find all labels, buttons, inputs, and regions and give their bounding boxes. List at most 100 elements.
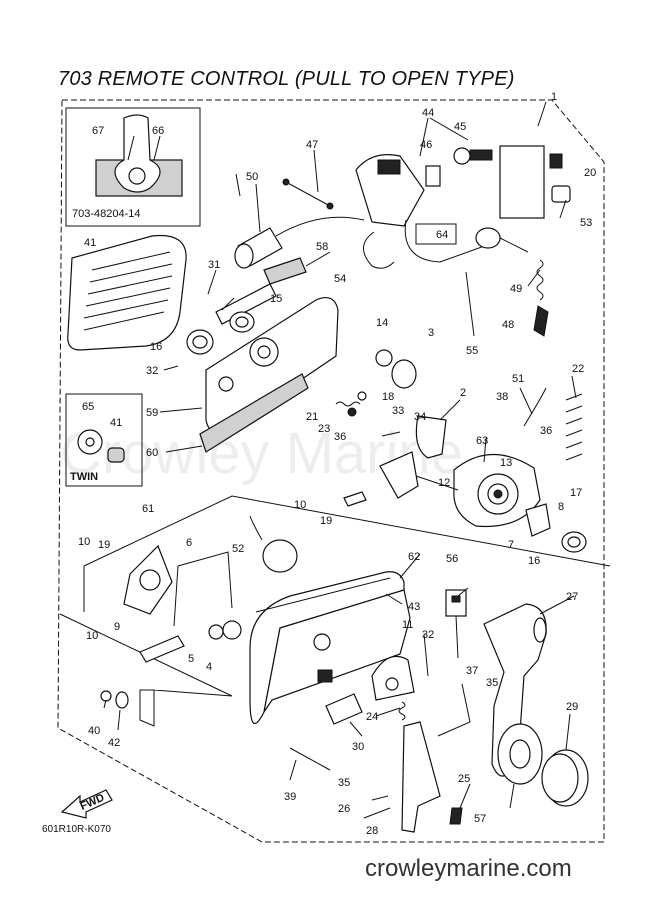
callout-16-a: 16 (150, 341, 162, 353)
callout-67: 67 (92, 125, 104, 137)
callout-5: 5 (188, 653, 194, 665)
callout-38: 38 (496, 391, 508, 403)
callout-7: 7 (508, 539, 514, 551)
drawing-code: 601R10R-K070 (42, 824, 111, 835)
callout-57: 57 (474, 813, 486, 825)
leader-lines (103, 101, 577, 819)
pin-23 (347, 407, 357, 417)
callout-24: 24 (366, 711, 378, 723)
nut-40 (100, 690, 112, 702)
gear-housing-63 (453, 453, 541, 528)
base-bracket (139, 689, 233, 727)
callout-11: 11 (402, 619, 413, 631)
callout-58: 58 (316, 241, 328, 253)
nut-53 (551, 185, 571, 203)
callout-4: 4 (206, 661, 212, 673)
callout-26: 26 (338, 803, 350, 815)
callout-36-a: 36 (540, 425, 552, 437)
callout-32-a: 32 (146, 365, 158, 377)
bolt-39 (289, 747, 331, 771)
callout-17: 17 (570, 487, 582, 499)
callout-18: 18 (382, 391, 394, 403)
control-housing-62 (249, 571, 411, 725)
callout-1: 1 (551, 91, 557, 103)
inset-box-66-67 (65, 107, 201, 227)
callout-60: 60 (146, 447, 158, 459)
callout-64: 64 (436, 229, 448, 241)
neutral-switch-56 (437, 589, 471, 737)
callout-55: 55 (466, 345, 478, 357)
fwd-arrow (60, 789, 113, 819)
callout-51: 51 (512, 373, 524, 385)
callout-33: 33 (392, 405, 404, 417)
callout-53: 53 (580, 217, 592, 229)
callout-63: 63 (476, 435, 488, 447)
callout-15: 15 (270, 293, 282, 305)
callout-10-b: 10 (86, 630, 98, 642)
callout-14: 14 (376, 317, 388, 329)
lever-61 (123, 544, 173, 615)
callout-37: 37 (466, 665, 478, 677)
key-switch-45 (453, 147, 493, 165)
link-19 (343, 491, 367, 507)
callout-13: 13 (500, 457, 512, 469)
clip-20 (549, 153, 563, 169)
callout-39: 39 (284, 791, 296, 803)
callout-62: 62 (408, 551, 420, 563)
callout-35-a: 35 (486, 677, 498, 689)
callout-31: 31 (208, 259, 220, 271)
callout-16-b: 16 (528, 555, 540, 567)
callout-40: 40 (88, 725, 100, 737)
callout-54: 54 (334, 273, 346, 285)
inset-code: 703-48204-14 (72, 208, 141, 220)
assembly-boundary (57, 99, 605, 843)
callout-59: 59 (146, 407, 158, 419)
callout-35-b: 35 (338, 777, 350, 789)
washer-42 (115, 691, 129, 709)
callout-49: 49 (510, 283, 522, 295)
cable-47 (282, 178, 334, 210)
callout-2: 2 (460, 387, 466, 399)
collar-16-right (561, 531, 587, 553)
callout-45: 45 (454, 121, 466, 133)
plate-58 (263, 257, 307, 285)
callout-42: 42 (108, 737, 120, 749)
link-15 (215, 283, 277, 325)
diagram-title: 703 REMOTE CONTROL (PULL TO OPEN TYPE) (58, 68, 515, 90)
callout-6: 6 (186, 537, 192, 549)
cover-57 (497, 723, 543, 785)
gear-11 (371, 655, 415, 701)
callout-32-b: 32 (422, 629, 434, 641)
callout-43: 43 (408, 601, 420, 613)
callout-41-a: 41 (84, 237, 96, 249)
callout-numbers: 1 2 3 4 5 6 7 8 9 10 10 10 11 12 13 14 1… (78, 91, 596, 837)
detent-spring-22 (565, 393, 583, 461)
cover-41 (67, 234, 187, 351)
cable-51 (523, 387, 547, 427)
ring-3 (391, 359, 417, 389)
callout-47: 47 (306, 139, 318, 151)
spring-24 (398, 701, 406, 721)
callout-61: 61 (142, 503, 154, 515)
callout-3: 3 (428, 327, 434, 339)
callout-46: 46 (420, 139, 432, 151)
callout-28: 28 (366, 825, 378, 837)
website-label: crowleymarine.com (365, 855, 572, 882)
collar-16-left (186, 329, 214, 355)
tie-55 (465, 271, 475, 337)
cap-29 (541, 749, 589, 807)
cam-7 (525, 503, 551, 537)
grommet-50 (234, 216, 365, 269)
callout-56: 56 (446, 553, 458, 565)
wire-harness-44 (355, 154, 491, 263)
collar-4 (222, 620, 242, 640)
lever-2 (379, 415, 447, 499)
callout-27: 27 (566, 591, 578, 603)
callout-10-a: 10 (78, 536, 90, 548)
callout-66: 66 (152, 125, 164, 137)
callout-48: 48 (502, 319, 514, 331)
bracket-30 (325, 693, 363, 725)
bracket-1 (499, 145, 545, 219)
housing-43 (255, 577, 391, 613)
